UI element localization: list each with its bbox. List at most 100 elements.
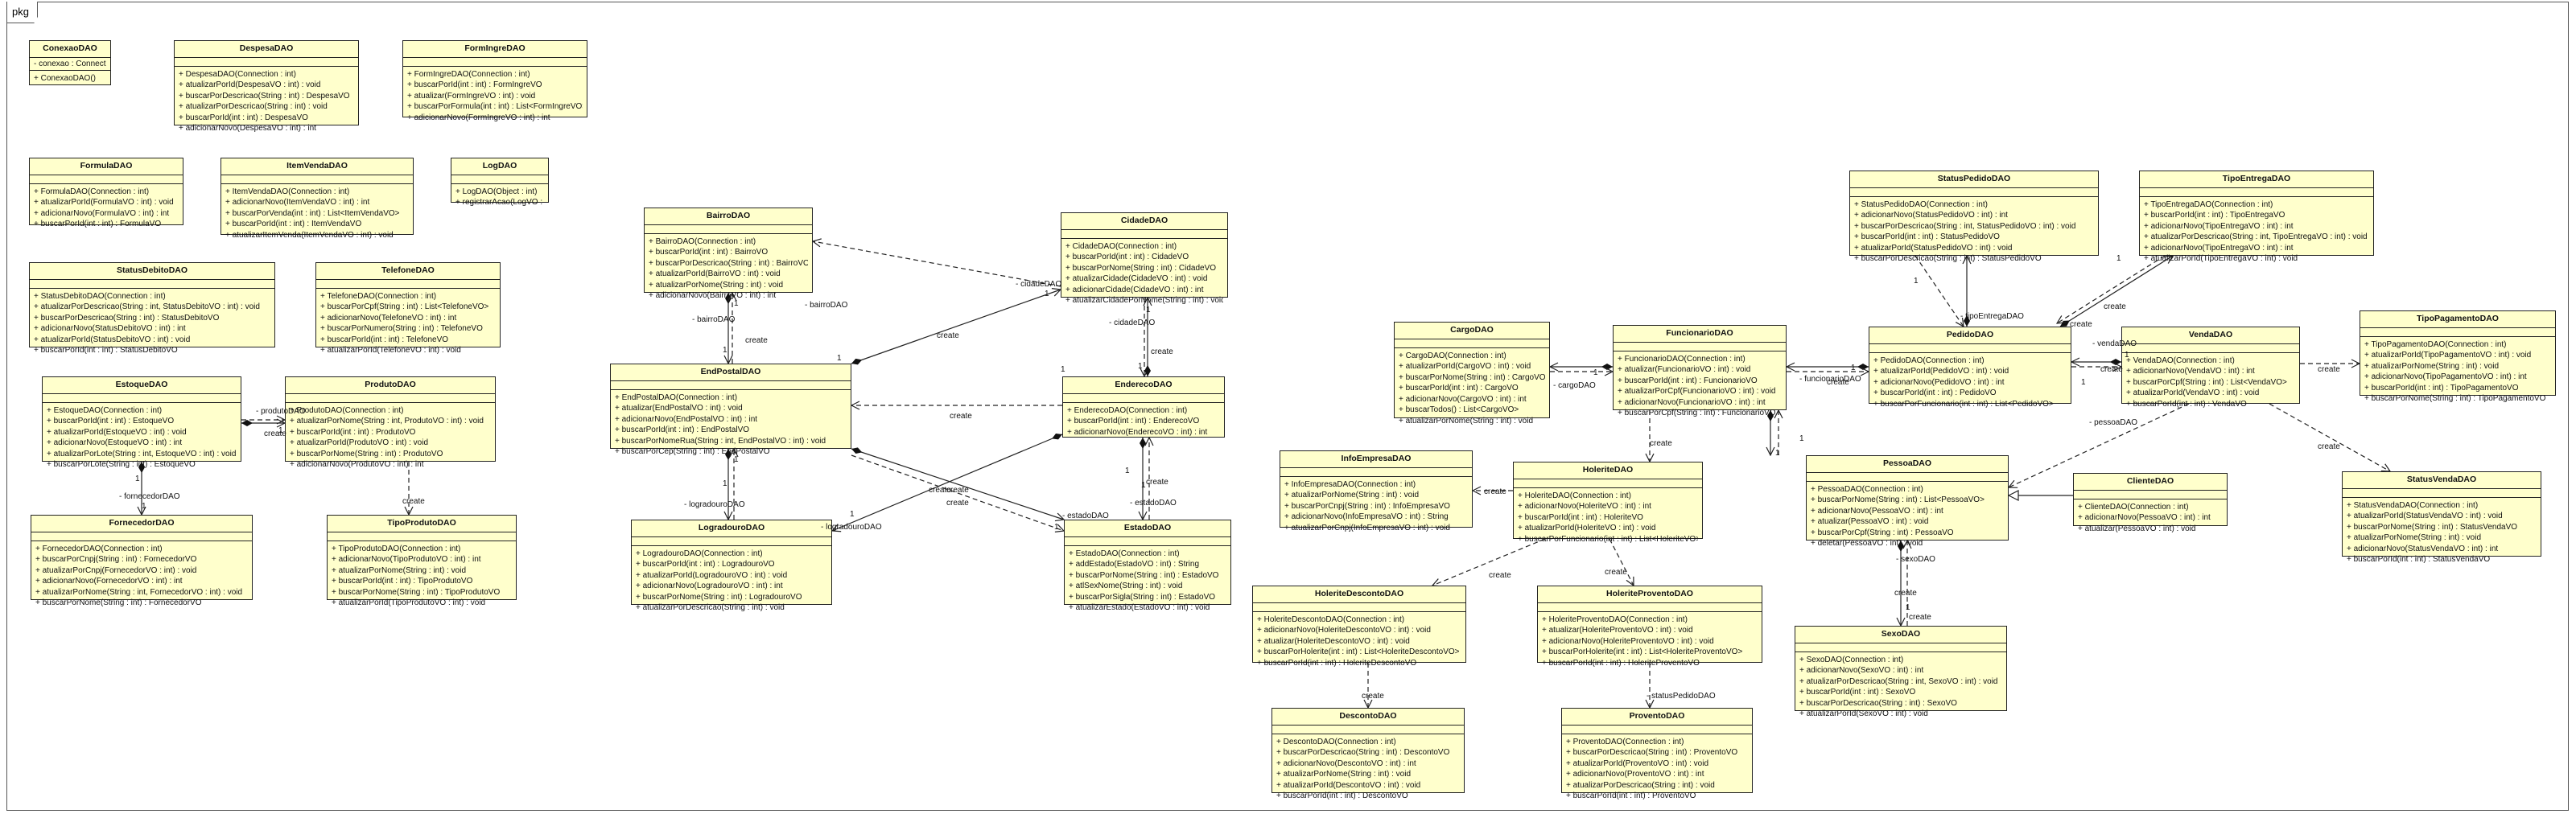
- multiplicity-label: 1: [1914, 277, 1919, 286]
- operation: + FornecedorDAO(Connection : int): [35, 544, 163, 553]
- operation: + CidadeDAO(Connection : int): [1065, 241, 1177, 251]
- class-name: CidadeDAO: [1061, 213, 1227, 230]
- operation: + buscarPorCpf(String : int) : PessoaVO: [1811, 528, 1954, 537]
- operation: + atualizarPorCnpj(InfoEmpresaVO : int) …: [1284, 523, 1450, 532]
- create-label: create: [402, 497, 425, 506]
- operation: + buscarPorNome(String : int) : CidadeVO: [1065, 263, 1217, 273]
- class-attributes: [1253, 603, 1465, 612]
- class-logdao[interactable]: LogDAO+ LogDAO(Object : int)+ registrarA…: [451, 158, 549, 207]
- class-statusdebitodao[interactable]: StatusDebitoDAO+ StatusDebitoDAO(Connect…: [29, 262, 275, 355]
- class-proventodao[interactable]: ProventoDAO+ ProventoDAO(Connection : in…: [1561, 708, 1753, 800]
- class-clientedao[interactable]: ClienteDAO+ ClienteDAO(Connection : int)…: [2073, 473, 2228, 533]
- class-cidadedao[interactable]: CidadeDAO + CidadeDAO(Connection : int) + …: [1061, 212, 1228, 305]
- class-attributes: [1272, 726, 1464, 734]
- role-label: - statusPedidoDAO: [1647, 692, 1716, 701]
- class-name: InfoEmpresaDAO: [1280, 451, 1472, 468]
- class-vendadao[interactable]: VendaDAO+ VendaDAO(Connection : int)+ ad…: [2121, 327, 2300, 409]
- class-logradourodao[interactable]: LogradouroDAO+ LogradouroDAO(Connection …: [631, 520, 832, 612]
- class-endpostaldao[interactable]: EndPostalDAO+ EndPostalDAO(Connection : …: [610, 364, 851, 456]
- operation: + TipoEntregaDAO(Connection : int): [2144, 199, 2273, 209]
- class-enderecodao[interactable]: EnderecoDAO+ EnderecoDAO(Connection : in…: [1062, 376, 1225, 438]
- class-cargodao[interactable]: CargoDAO+ CargoDAO(Connection : int)+ at…: [1394, 322, 1550, 425]
- class-despesadao[interactable]: DespesaDAO+ DespesaDAO(Connection : int)…: [174, 40, 359, 133]
- class-formingredao[interactable]: FormIngreDAO+ FormIngreDAO(Connection : …: [402, 40, 587, 122]
- class-conexaodao[interactable]: ConexaoDAO- conexao : Connection+ Conexa…: [29, 40, 111, 85]
- operation: + FormulaDAO(Connection : int): [34, 187, 150, 196]
- class-statuspedidodao[interactable]: StatusPedidoDAO+ StatusPedidoDAO(Connect…: [1849, 171, 2099, 263]
- class-fornecedordao[interactable]: FornecedorDAO+ FornecedorDAO(Connection …: [31, 515, 253, 607]
- multiplicity-label: 1: [135, 475, 140, 483]
- class-pedidodao[interactable]: PedidoDAO+ PedidoDAO(Connection : int)+ …: [1869, 327, 2071, 409]
- class-holeriteproventodao[interactable]: HoleriteProventoDAO+ HoleriteProventoDAO…: [1537, 586, 1762, 668]
- operation: + adicionarNovo(HoleriteDescontoVO : int…: [1257, 626, 1431, 635]
- operation: + atualizarPorId(EstoqueVO : int) : void: [47, 427, 187, 437]
- create-label: create: [1146, 478, 1168, 487]
- class-tipoentregadao[interactable]: TipoEntregaDAO + TipoEntregaDAO(Connectio…: [2139, 171, 2374, 263]
- operation: + buscarPorId(int : int) : FormIngreVO: [407, 80, 542, 89]
- operation: + atualizarPorDescricao(String : int) : …: [179, 102, 328, 111]
- class-attributes: [30, 175, 183, 184]
- class-descontodao[interactable]: DescontoDAO+ DescontoDAO(Connection : in…: [1272, 708, 1465, 800]
- class-holeritedescontodao[interactable]: HoleriteDescontoDAO+ HoleriteDescontoDAO…: [1252, 586, 1466, 668]
- class-funcionariodao[interactable]: FuncionarioDAO+ FuncionarioDAO(Connectio…: [1613, 325, 1787, 417]
- class-operations: + PedidoDAO(Connection : int)+ atualizar…: [1869, 353, 2071, 413]
- class-operations: + EnderecoDAO(Connection : int)+ buscarP…: [1063, 403, 1224, 442]
- create-label: create: [264, 430, 286, 438]
- operation: + PessoaDAO(Connection : int): [1811, 484, 1923, 494]
- class-operations: + LogradouroDAO(Connection : int)+ busca…: [632, 546, 831, 617]
- class-name: ItemVendaDAO: [221, 158, 413, 175]
- operation: + adicionarNovo(CargoVO : int) : int: [1399, 394, 1527, 404]
- operation: + atualizarPorId(ProventoVO : int) : voi…: [1566, 758, 1709, 768]
- operation: + buscarPorId(int : int) : HoleriteProve…: [1542, 658, 1700, 668]
- operation: + atualizarPorDescricao(String : int, Ti…: [2144, 232, 2368, 241]
- multiplicity-label: 1: [142, 502, 146, 511]
- class-sexodao[interactable]: SexoDAO+ SexoDAO(Connection : int)+ adic…: [1795, 626, 2007, 718]
- class-name: CargoDAO: [1395, 323, 1549, 339]
- class-operations: + SexoDAO(Connection : int)+ adicionarNo…: [1795, 652, 2006, 723]
- class-operations: + ItemVendaDAO(Connection : int)+ adicio…: [221, 184, 413, 245]
- class-operations: + StatusDebitoDAO(Connection : int)+ atu…: [30, 289, 274, 360]
- operation: + adicionarNovo(LogradouroVO : int) : in…: [636, 582, 783, 590]
- multiplicity-label: 1: [2081, 378, 2086, 387]
- operation: + adicionarNovo(TipoPagamentoVO : int) :…: [2364, 372, 2527, 381]
- operation: + atualizarPorDescricao(String : int, St…: [34, 302, 260, 311]
- class-bairrodao[interactable]: BairroDAO+ BairroDAO(Connection : int)+ …: [644, 208, 813, 300]
- class-name: StatusDebitoDAO: [30, 263, 274, 280]
- class-tipopagamentodao[interactable]: TipoPagamentoDAO+ TipoPagamentoDAO(Conne…: [2360, 310, 2556, 403]
- operation: + buscarPorNome(String : int) : TipoPaga…: [2364, 394, 2546, 403]
- operation: + HoleriteProventoDAO(Connection : int): [1542, 615, 1688, 624]
- class-name: TipoEntregaDAO: [2140, 171, 2373, 188]
- operation: + buscarPorNome(String : int) : TipoProd…: [332, 587, 501, 597]
- class-name: ConexaoDAO: [30, 41, 110, 58]
- class-statusvendadao[interactable]: StatusVendaDAO+ StatusVendaDAO(Connectio…: [2342, 471, 2541, 564]
- operation: + adicionarNovo(PessoaVO : int) : int: [2078, 513, 2211, 522]
- operation: + atualizar(FormIngreVO : int) : void: [407, 91, 536, 101]
- operation: + VendaDAO(Connection : int): [2126, 356, 2235, 365]
- class-attributes: - conexao : Connection: [30, 58, 110, 71]
- class-name: HoleriteDescontoDAO: [1253, 586, 1465, 603]
- multiplicity-label: 1: [1061, 365, 1065, 374]
- class-holeritedao[interactable]: HoleriteDAO+ HoleriteDAO(Connection : in…: [1513, 462, 1703, 544]
- class-name: TipoPagamentoDAO: [2360, 311, 2555, 328]
- multiplicity-label: 1: [1593, 368, 1598, 377]
- operation: + adicionarNovo(DescontoVO : int) : int: [1276, 758, 1416, 768]
- operation: + adicionarNovo(FormIngreVO : int) : int: [407, 113, 550, 122]
- class-itemvendadao[interactable]: ItemVendaDAO+ ItemVendaDAO(Connection : …: [221, 158, 414, 240]
- class-formuladao[interactable]: FormulaDAO+ FormulaDAO(Connection : int)…: [29, 158, 183, 228]
- class-name: HoleriteDAO: [1514, 462, 1702, 479]
- class-tipoprodutodao[interactable]: TipoProdutoDAO+ TipoProdutoDAO(Connectio…: [327, 515, 517, 607]
- create-label: create: [2104, 302, 2126, 311]
- operation: + buscarTodos() : List<CargoVO>: [1399, 405, 1519, 414]
- class-produtodao[interactable]: ProdutoDAO+ ProdutoDAO(Connection : int)…: [285, 376, 496, 469]
- multiplicity-label: 1: [1146, 306, 1151, 314]
- class-infoempresadao[interactable]: InfoEmpresaDAO+ InfoEmpresaDAO(Connectio…: [1280, 450, 1473, 532]
- operation: + buscarPorLote(String : int) : EstoqueV…: [47, 460, 196, 469]
- class-pessoadao[interactable]: PessoaDAO+ PessoaDAO(Connection : int)+ …: [1806, 455, 2009, 548]
- class-telefonedao[interactable]: TelefoneDAO+ TelefoneDAO(Connection : in…: [315, 262, 501, 355]
- class-estadodao[interactable]: EstadoDAO+ EstadoDAO(Connection : int)+ …: [1064, 520, 1231, 612]
- operation: + buscarPorCnpj(String : int) : Forneced…: [35, 555, 197, 564]
- operation: + atualizarPorDescricao(String : int) : …: [636, 603, 785, 612]
- operation: + buscarPorId(int : int) : HoleriteVO: [1518, 512, 1643, 522]
- class-estoquedao[interactable]: EstoqueDAO+ EstoqueDAO(Connection : int)…: [42, 376, 241, 469]
- class-name: TipoProdutoDAO: [328, 516, 516, 532]
